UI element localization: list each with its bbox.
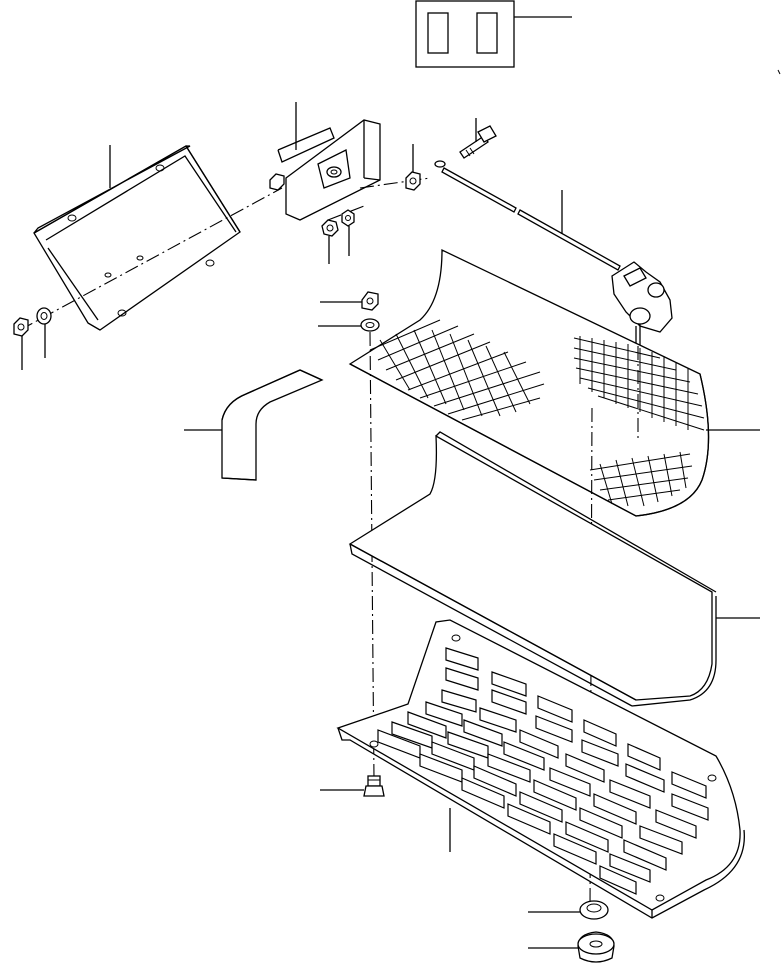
nut bbox=[321, 219, 339, 237]
floor-mount-bolt bbox=[363, 775, 385, 797]
stray-mark bbox=[777, 69, 781, 75]
hinge-latch bbox=[317, 149, 351, 189]
nut bbox=[361, 291, 379, 311]
fuse-box-icon bbox=[415, 0, 515, 68]
rubber-bushing bbox=[577, 931, 615, 963]
long-rod bbox=[441, 167, 621, 271]
washer bbox=[360, 318, 380, 332]
washer bbox=[341, 209, 355, 227]
bolt bbox=[459, 125, 497, 159]
nut bbox=[405, 171, 421, 191]
top-cover-plate bbox=[33, 145, 241, 331]
alignment-line-upper bbox=[19, 187, 283, 331]
mesh-screen bbox=[348, 248, 710, 517]
cover-panel bbox=[348, 431, 717, 707]
washer bbox=[36, 307, 52, 325]
rubber-mount bbox=[579, 900, 609, 920]
washer bbox=[434, 160, 446, 168]
latch-lever bbox=[611, 261, 673, 346]
bottom-grille bbox=[336, 619, 745, 919]
nut bbox=[269, 173, 285, 191]
nut bbox=[13, 317, 29, 337]
corner-seal bbox=[221, 369, 324, 481]
